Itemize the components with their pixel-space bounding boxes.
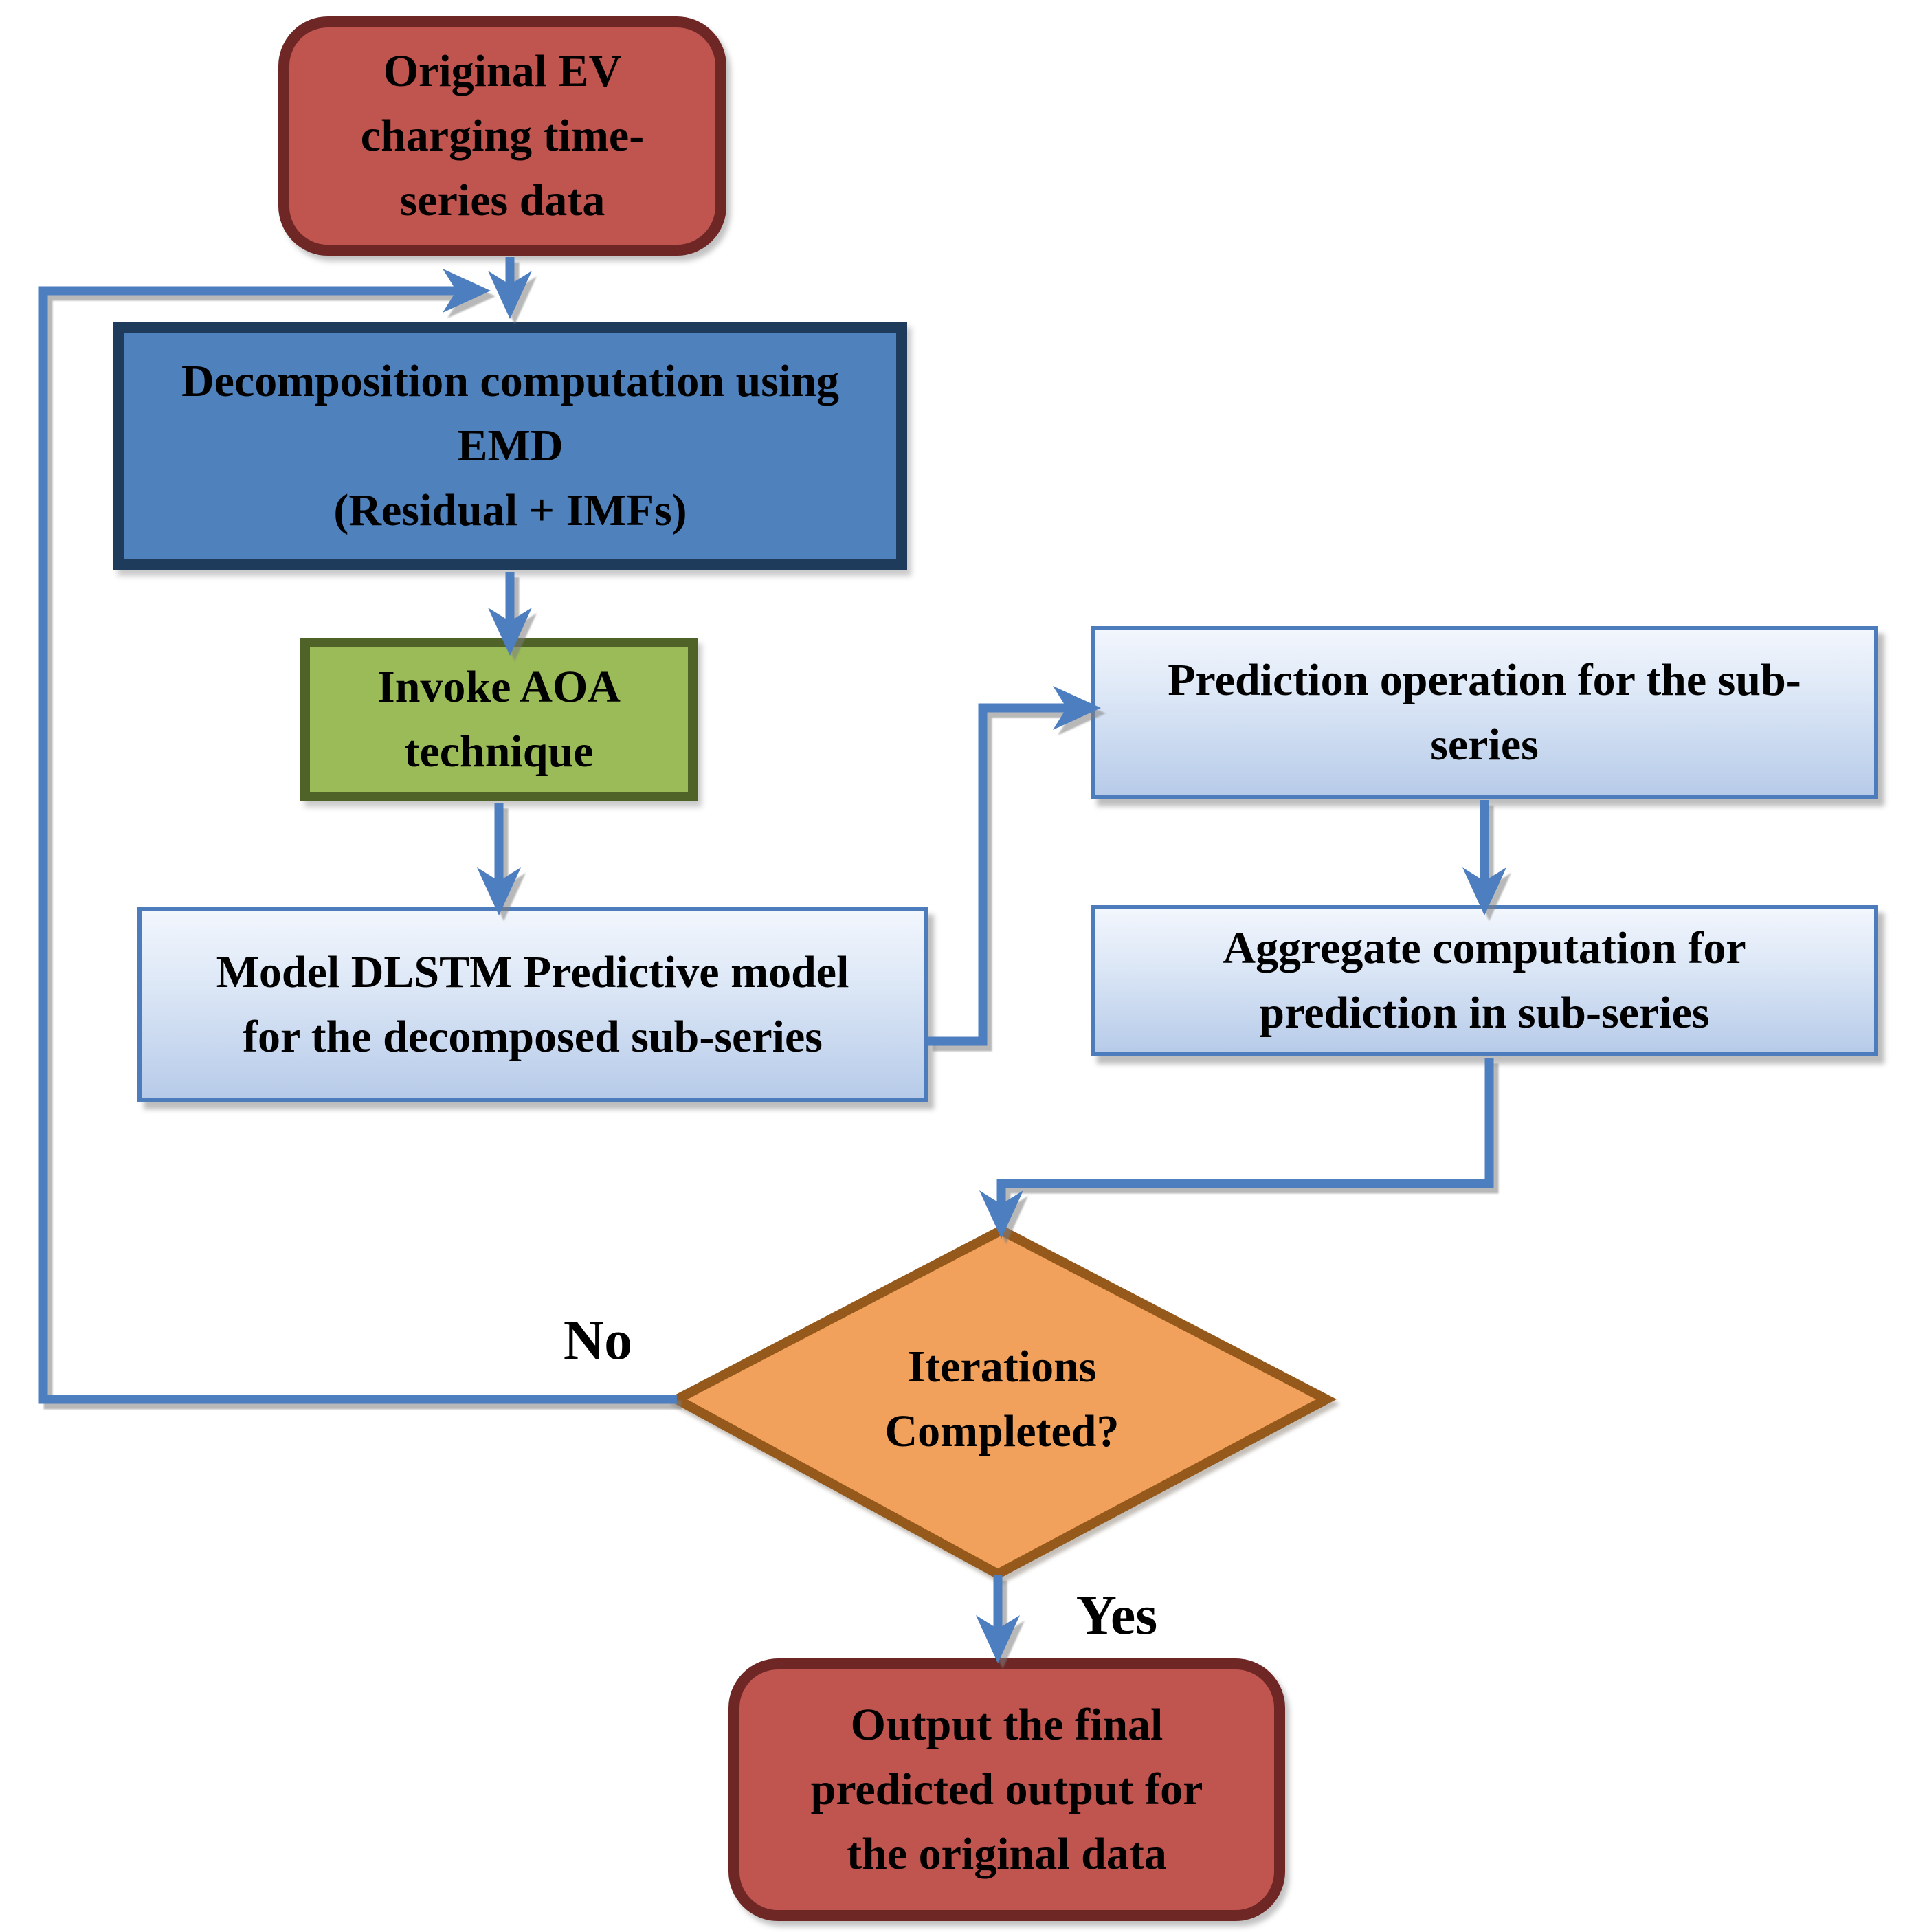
yes-branch-label: Yes	[1076, 1584, 1158, 1646]
aggregate-computation-node: Aggregate computation for prediction in …	[1091, 905, 1878, 1056]
edge-aggregate-to-decision	[979, 1058, 1494, 1239]
no-branch-label: No	[563, 1309, 633, 1371]
dlstm-predictive-model-node: Model DLSTM Predictive model for the dec…	[137, 907, 928, 1102]
emd-decomposition-node: Decomposition computation using EMD (Res…	[113, 322, 907, 570]
decision-diamond-label: Iterations Completed?	[884, 1342, 1119, 1456]
edge-dlstm-to-prediction	[928, 686, 1101, 1046]
invoke-aoa-node: Invoke AOA technique	[300, 638, 698, 801]
prediction-operation-node: Prediction operation for the sub- series	[1091, 626, 1878, 799]
output-final-prediction-node: Output the final predicted output for th…	[728, 1658, 1285, 1921]
start-node-original-ev-data: Original EV charging time- series data	[278, 16, 726, 256]
